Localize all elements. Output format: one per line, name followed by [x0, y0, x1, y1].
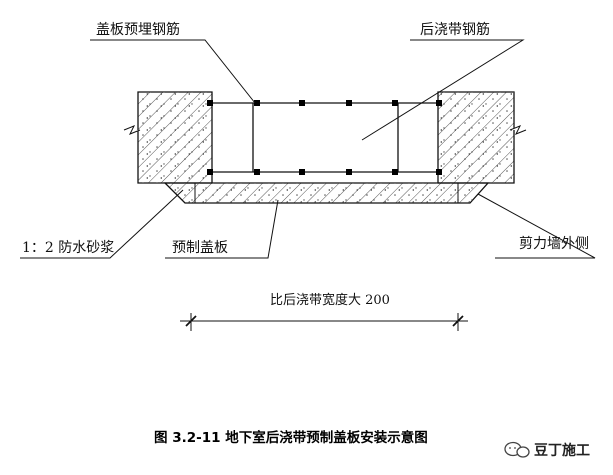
label-shear-wall: 剪力墙外侧 [519, 236, 589, 252]
label-post-pour-rebar: 后浇带钢筋 [420, 21, 490, 38]
rebar-dots [207, 100, 442, 175]
dimension-label: 比后浇带宽度大 200 [270, 292, 390, 308]
right-slab [437, 91, 515, 184]
label-cover-rebar: 盖板预埋钢筋 [96, 21, 180, 38]
break-symbols [123, 125, 527, 135]
label-mortar: 1：2 防水砂浆 [22, 240, 114, 256]
precast-cover-plate [163, 182, 490, 204]
dimension-line [180, 313, 468, 331]
leader-lines [20, 39, 596, 259]
rebar-cage [212, 102, 438, 173]
chat-bubble-icon [504, 441, 530, 458]
label-precast-plate: 预制盖板 [172, 240, 228, 256]
watermark: 豆丁施工 [504, 441, 590, 459]
left-slab [137, 91, 213, 184]
watermark-text: 豆丁施工 [534, 442, 590, 459]
figure-caption: 图 3.2-11 地下室后浇带预制盖板安装示意图 [154, 429, 428, 446]
